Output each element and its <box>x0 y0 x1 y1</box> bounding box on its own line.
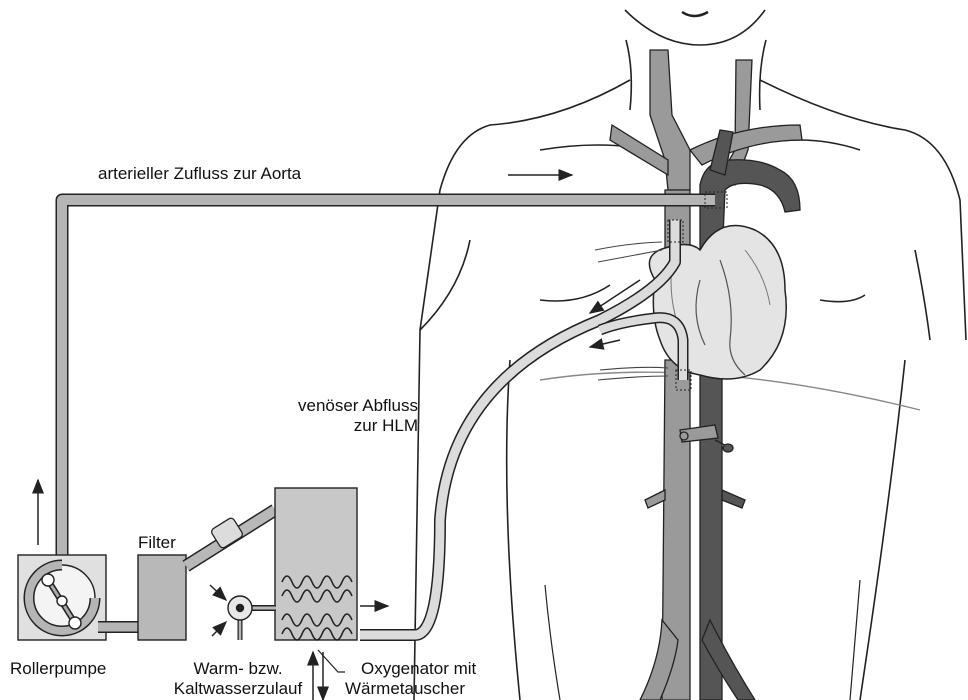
venous-outflow-label-line2: zur HLM <box>258 416 418 436</box>
oxygenator-to-filter-tube <box>186 510 275 566</box>
water-inlet-label-line2: Kaltwasserzulauf <box>168 679 308 699</box>
venous-outflow-label-line1: venöser Abfluss <box>258 396 418 416</box>
filter <box>138 555 186 640</box>
oxygenator <box>275 488 357 640</box>
water-inlet-label-line1: Warm- bzw. <box>168 659 308 679</box>
oxygenator-leader-line <box>318 650 345 672</box>
oxygenator-label: Oxygenator mit Wärmetauscher <box>343 659 476 699</box>
water-inlet-label: Warm- bzw. Kaltwasserzulauf <box>168 659 308 699</box>
water-valve <box>228 596 276 640</box>
filter-label: Filter <box>138 533 176 553</box>
venous-outflow-label: venöser Abfluss zur HLM <box>258 396 418 436</box>
oxygenator-label-line2: Wärmetauscher <box>343 679 476 699</box>
arterial-inflow-label: arterieller Zufluss zur Aorta <box>98 164 301 184</box>
oxygenator-label-line1: Oxygenator mit <box>343 659 476 679</box>
roller-pump <box>18 555 106 640</box>
roller-pump-label: Rollerpumpe <box>10 659 106 679</box>
